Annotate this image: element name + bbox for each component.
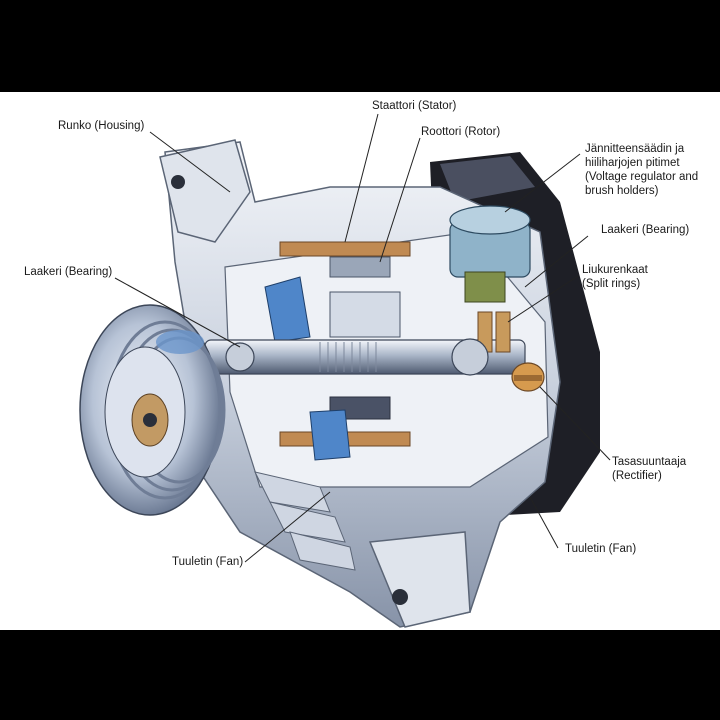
- label-regulator: Jännitteensäädin ja hiiliharjojen pitime…: [585, 142, 715, 198]
- label-rectifier-line1: Tasasuuntaaja: [612, 456, 687, 468]
- rectifier: [511, 362, 545, 392]
- label-split-rings: Liukurenkaat (Split rings): [582, 263, 692, 291]
- label-fan-right: Tuuletin (Fan): [565, 543, 637, 555]
- shaft-knurling: [319, 342, 377, 372]
- rear-cover-highlight: [440, 156, 535, 202]
- label-stator: Staattori (Stator): [372, 100, 457, 112]
- front-fan: [254, 471, 356, 571]
- pulley: [79, 304, 226, 516]
- label-regulator-line2: hiiliharjojen pitimet: [585, 157, 680, 169]
- mounting-hole-top: [171, 175, 185, 189]
- mounting-hole-bottom: [392, 589, 408, 605]
- voltage-regulator: [449, 205, 531, 303]
- label-regulator-line4: brush holders): [585, 185, 659, 197]
- leader-lines: [114, 113, 611, 563]
- label-regulator-line1: Jännitteensäädin ja: [585, 143, 685, 155]
- label-rotor: Roottori (Rotor): [421, 126, 501, 138]
- diagram-panel: Runko (Housing) Staattori (Stator) Roott…: [0, 92, 720, 630]
- label-fan-left: Tuuletin (Fan): [172, 556, 244, 568]
- front-bearing: [225, 342, 255, 372]
- rotor-poles: [264, 276, 401, 461]
- slip-rings: [477, 311, 511, 353]
- label-split-rings-line1: Liukurenkaat: [582, 264, 648, 276]
- label-housing: Runko (Housing): [58, 120, 145, 132]
- label-bearing-right: Laakeri (Bearing): [601, 224, 690, 236]
- label-split-rings-line2: (Split rings): [582, 278, 641, 290]
- label-bearing-left: Laakeri (Bearing): [24, 266, 113, 278]
- label-rectifier-line2: (Rectifier): [612, 470, 662, 482]
- mounting-ear-top: [159, 139, 251, 243]
- alternator-illustration: [79, 113, 611, 628]
- label-regulator-line3: (Voltage regulator and: [585, 171, 699, 183]
- label-rectifier: Tasasuuntaaja (Rectifier): [612, 455, 712, 483]
- rear-bearing: [451, 338, 489, 376]
